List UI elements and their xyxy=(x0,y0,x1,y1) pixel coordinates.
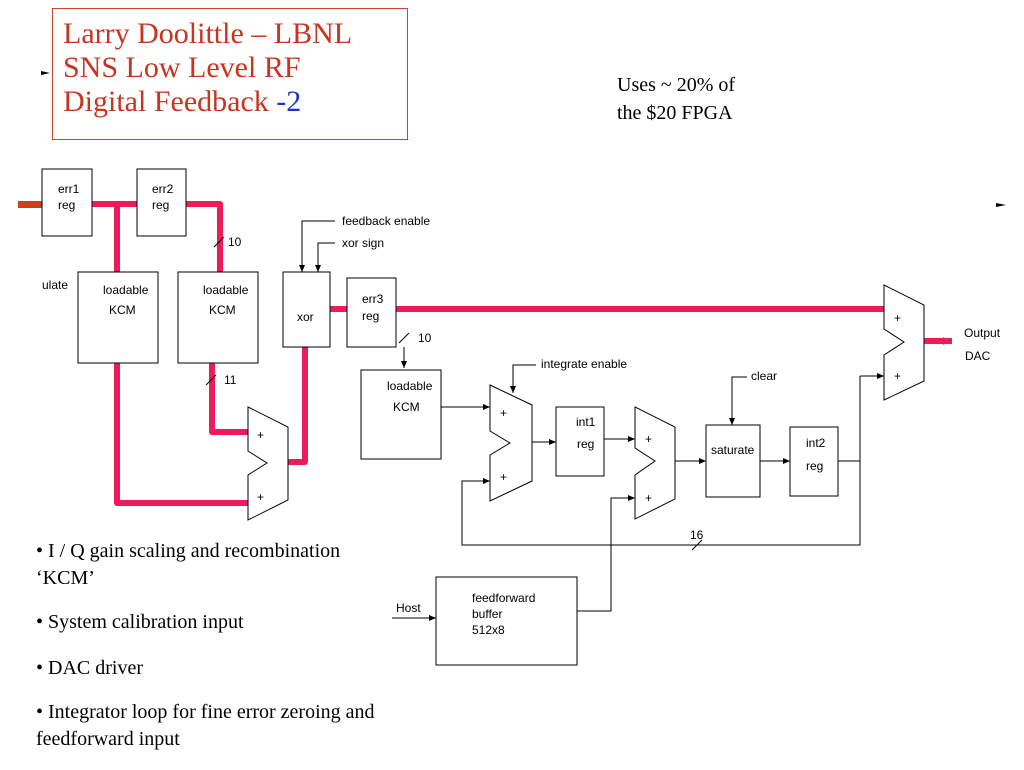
thin-wires xyxy=(299,220,884,621)
int1-label-1: int1 xyxy=(576,415,596,429)
err1-label-2: reg xyxy=(58,198,75,212)
feedforward-label-1: feedforward xyxy=(472,591,535,605)
title-line-3: Digital Feedback -2 xyxy=(63,85,407,119)
wire-feedback-enable xyxy=(299,220,335,272)
bullet-item: • System calibration input xyxy=(36,611,244,633)
int1-label-2: reg xyxy=(577,437,594,451)
saturate-block xyxy=(705,424,761,498)
host-label: Host xyxy=(396,601,421,615)
wire-integrate-enable xyxy=(510,364,536,393)
plus-sign: + xyxy=(257,428,264,442)
int2-label-1: int2 xyxy=(806,436,826,450)
arrowhead-mark-right xyxy=(996,203,1006,207)
title-suffix: -2 xyxy=(276,85,302,118)
adders xyxy=(247,284,925,521)
saturate-label: saturate xyxy=(711,443,755,457)
wire-clear xyxy=(729,376,747,425)
feedforward-label-2: buffer xyxy=(472,607,502,621)
plus-sign: + xyxy=(894,311,901,325)
adder-feedforward xyxy=(634,406,676,520)
kcm2-label-2: KCM xyxy=(209,303,236,317)
bus-width-label: 10 xyxy=(228,235,242,249)
adder-kcm-sum xyxy=(247,406,289,521)
title-line-1: Larry Doolittle – LBNL xyxy=(63,17,353,50)
plus-sign: + xyxy=(500,406,507,420)
feedback-enable-label: feedback enable xyxy=(342,214,430,228)
plus-sign: + xyxy=(894,369,901,383)
fpga-note-line-2: the $20 FPGA xyxy=(617,102,733,124)
fpga-note-line-1: Uses ~ 20% of xyxy=(617,74,736,96)
wire-feedforward-adder2 xyxy=(577,495,635,612)
output-label: Output xyxy=(964,326,1001,340)
bus-width-label: 11 xyxy=(224,373,237,387)
kcm3-block xyxy=(360,369,442,460)
kcm1-label-1: loadable xyxy=(103,283,149,297)
bus-width-label: 10 xyxy=(418,331,432,345)
err3-reg-block xyxy=(346,277,397,348)
bus-err2-kcm2 xyxy=(186,201,223,272)
int2-label-2: reg xyxy=(806,459,823,473)
xor-sign-label: xor sign xyxy=(342,236,384,250)
err2-reg-block xyxy=(136,168,187,237)
block-labels: err1 reg err2 reg loadable KCM loadable … xyxy=(58,182,826,637)
clear-label: clear xyxy=(751,369,777,383)
slash-w16 xyxy=(691,539,703,551)
plus-sign: + xyxy=(500,470,507,484)
int1-reg-block xyxy=(555,406,605,477)
feedforward-buffer-block xyxy=(435,576,578,666)
bullet-list: • I / Q gain scaling and recombination ‘… xyxy=(36,538,376,770)
slash-w11 xyxy=(205,374,217,386)
bus-kcm2-sum xyxy=(209,363,248,435)
signal-labels: ulate feedback enable xor sign integrate… xyxy=(42,214,1001,615)
feedforward-label-3: 512x8 xyxy=(472,623,505,637)
kcm3-label-1: loadable xyxy=(387,379,433,393)
err1-reg-block xyxy=(41,168,93,237)
err3-label-1: err3 xyxy=(362,292,384,306)
slash-w10a xyxy=(213,236,225,248)
integrate-enable-label: integrate enable xyxy=(541,357,627,371)
plus-sign: + xyxy=(645,491,652,505)
fpga-note: Uses ~ 20% of the $20 FPGA xyxy=(617,71,735,127)
slash-w10b xyxy=(398,332,410,344)
kcm1-block xyxy=(77,271,159,364)
err1-label-1: err1 xyxy=(58,182,80,196)
plus-sign: + xyxy=(645,432,652,446)
err2-label-2: reg xyxy=(152,198,169,212)
adder-output xyxy=(883,284,925,401)
kcm1-label-2: KCM xyxy=(109,303,136,317)
bus-kcm1-sum xyxy=(114,363,248,506)
bullet-item: • Integrator loop for fine error zeroing… xyxy=(36,701,375,750)
kcm3-label-2: KCM xyxy=(393,400,420,414)
bus-sum-xor xyxy=(288,347,308,465)
kcm2-block xyxy=(177,271,259,364)
title-line-2: SNS Low Level RF xyxy=(63,51,301,84)
bus-width-label: 16 xyxy=(690,528,704,542)
bus-width-slashes xyxy=(205,236,703,551)
err2-label-1: err2 xyxy=(152,182,174,196)
xor-block xyxy=(282,271,331,348)
dac-label: DAC xyxy=(965,349,991,363)
adder-integrator xyxy=(489,384,533,502)
wire-integrator-feedback xyxy=(461,460,861,546)
err3-label-2: reg xyxy=(362,309,379,323)
title-line-3-text: Digital Feedback xyxy=(63,85,277,118)
bullet-item: • I / Q gain scaling and recombination ‘… xyxy=(36,540,341,589)
modulate-fragment-label: ulate xyxy=(42,278,68,292)
bullet-item: • DAC driver xyxy=(36,657,143,679)
title-box: Larry Doolittle – LBNL SNS Low Level RF … xyxy=(52,8,408,140)
plus-sign: + xyxy=(257,490,264,504)
int2-reg-block xyxy=(789,426,839,497)
arrowhead-mark-left xyxy=(41,71,50,75)
input-bus-bar xyxy=(18,201,42,208)
xor-label: xor xyxy=(297,310,314,324)
blocks xyxy=(41,168,839,666)
kcm2-label-1: loadable xyxy=(203,283,249,297)
wire-xor-sign xyxy=(315,242,335,272)
adder-plus-signs: + + + + + + + + xyxy=(257,311,901,505)
